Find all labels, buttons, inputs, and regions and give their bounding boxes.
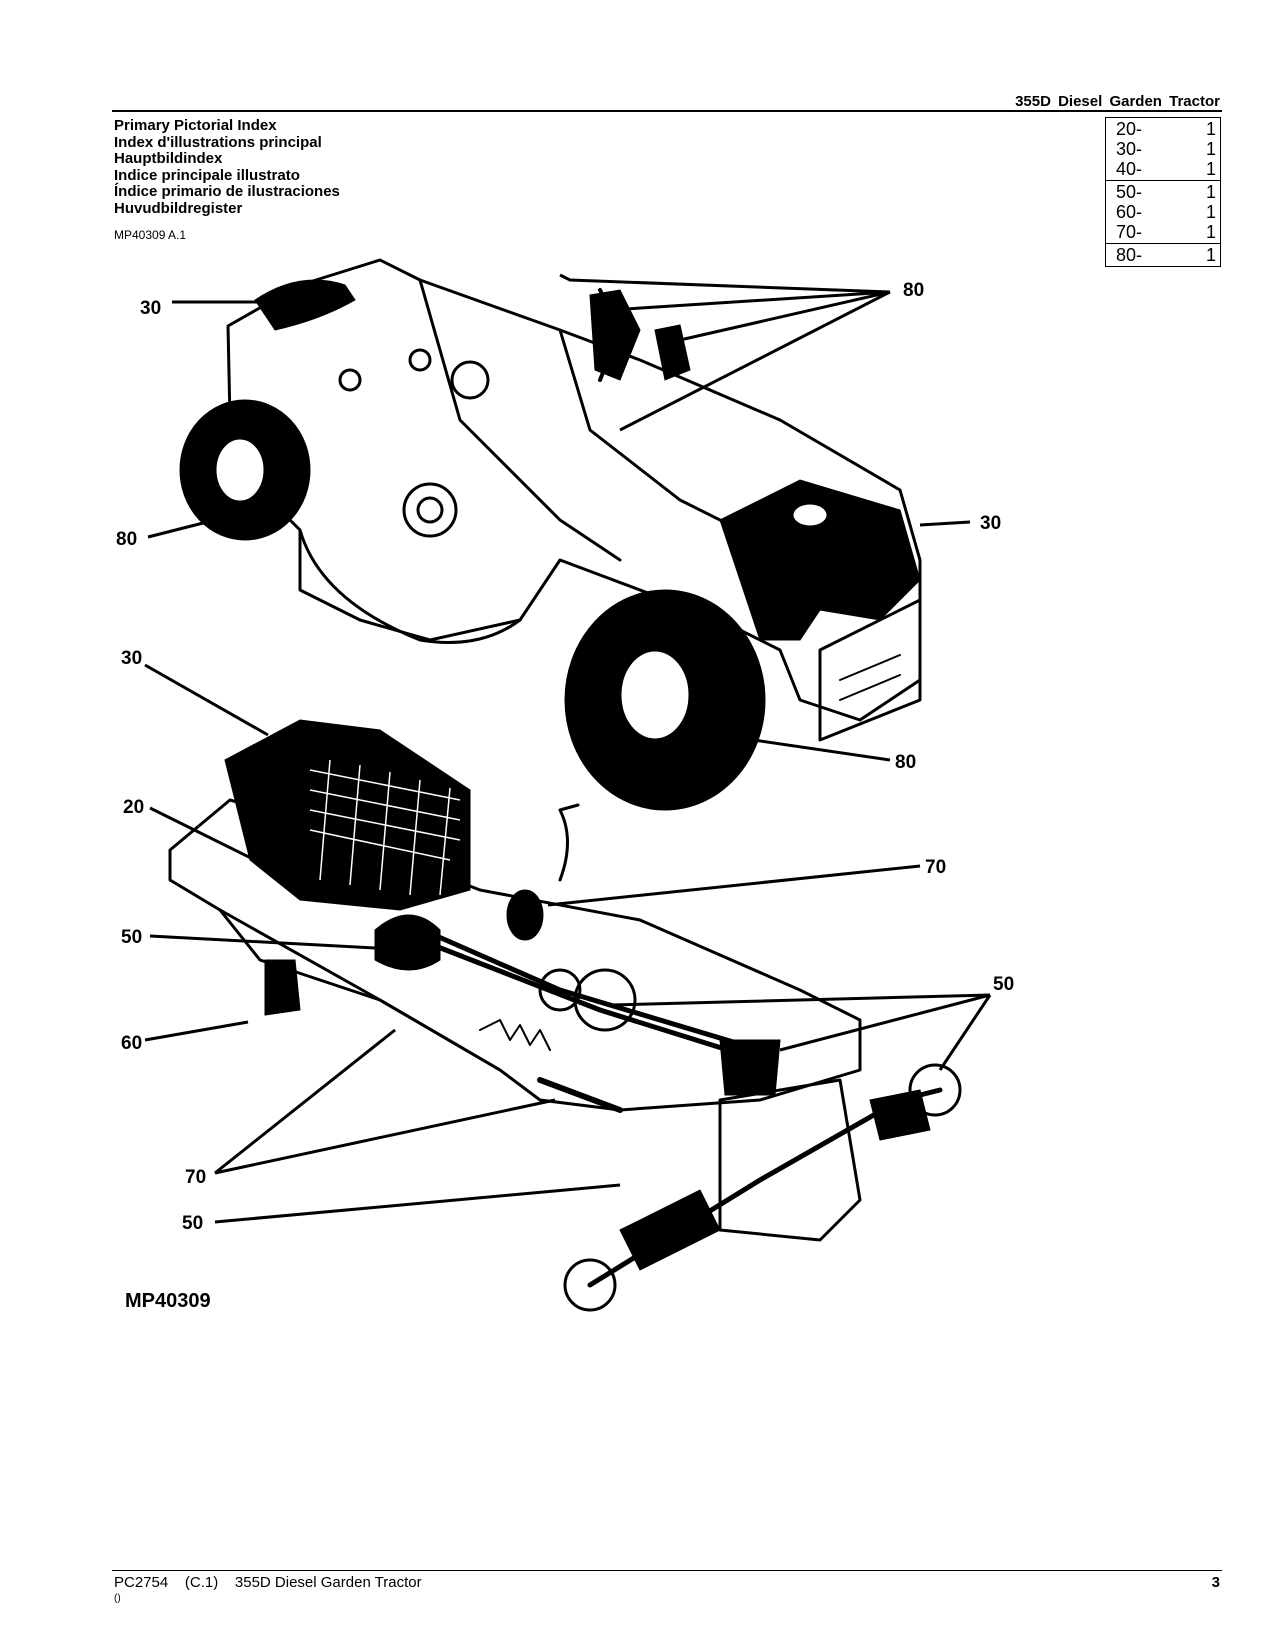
plate-slot	[839, 674, 901, 701]
index-section: 60-	[1116, 202, 1143, 222]
index-section: 20-	[1116, 119, 1143, 139]
title-block: Primary Pictorial Index Index d'illustra…	[114, 117, 340, 217]
axle-flange	[563, 1258, 617, 1312]
index-page: 1	[1205, 159, 1216, 179]
index-page: 1	[1205, 245, 1216, 265]
rear-plate	[818, 598, 922, 742]
drive-belt	[397, 917, 763, 1053]
drive-shaft	[537, 1077, 623, 1113]
frame-hole	[338, 368, 362, 392]
footer-document-info: PC2754 (C.1) 355D Diesel Garden Tractor	[114, 1574, 422, 1591]
index-page: 1	[1205, 222, 1216, 242]
index-section: 80-	[1116, 245, 1143, 265]
index-row-70[interactable]: 70- 1	[1106, 222, 1220, 242]
figure-reference: MP40309 A.1	[114, 228, 187, 242]
callout-30: 30	[121, 648, 142, 669]
callout-80: 80	[903, 280, 924, 301]
battery-grid	[309, 759, 461, 896]
index-row-30[interactable]: 30- 1	[1106, 139, 1220, 159]
index-page: 1	[1205, 119, 1216, 139]
pulley-hub	[416, 496, 444, 524]
frame-hole	[408, 348, 432, 372]
frame-rail	[218, 908, 502, 1072]
callout-60: 60	[121, 1033, 142, 1054]
drive-belt	[417, 937, 763, 1063]
engine-block	[224, 719, 471, 911]
idler-pulley	[538, 968, 582, 1012]
wheel-hub	[213, 436, 267, 504]
callout-50: 50	[993, 974, 1014, 995]
callout-30: 30	[140, 298, 161, 319]
transaxle-housing	[718, 1078, 862, 1242]
index-row-60[interactable]: 60- 1	[1106, 202, 1220, 222]
idler-pulley	[573, 968, 637, 1032]
footer-small-text: ()	[114, 1593, 121, 1604]
callout-80: 80	[116, 529, 137, 550]
title-english: Primary Pictorial Index	[114, 117, 277, 134]
axle-tube	[619, 1189, 721, 1271]
footer-rule	[112, 1570, 1222, 1571]
index-section: 40-	[1116, 159, 1143, 179]
index-row-80[interactable]: 80- 1	[1106, 245, 1220, 265]
fuel-tank	[719, 479, 921, 641]
header-title: 355D Diesel Garden Tractor	[1015, 93, 1220, 110]
callout-70: 70	[185, 1167, 206, 1188]
tractor-exploded-illustration: 30 80 80 30 30 80 20 70 50 50 60 70 50 M…	[116, 258, 1014, 1312]
index-row-40[interactable]: 40- 1	[1106, 159, 1220, 179]
transaxle-fan	[719, 1039, 781, 1096]
figure-label: MP40309	[125, 1290, 211, 1312]
frame-hole	[450, 360, 490, 400]
title-french: Index d'illustrations principal	[114, 133, 322, 151]
callout-50: 50	[121, 927, 142, 948]
pulley	[402, 482, 458, 538]
index-row-20[interactable]: 20- 1	[1106, 119, 1220, 139]
title-german: Hauptbildindex	[114, 150, 223, 167]
title-spanish: Índice primario de ilustraciones	[114, 183, 340, 200]
seat-support	[589, 289, 641, 381]
frame-rail	[418, 278, 622, 562]
index-group: 20- 1 30- 1 40- 1	[1106, 118, 1220, 181]
seat-support	[654, 324, 691, 381]
title-italian: Indice principale illustrato	[114, 166, 300, 184]
title-swedish: Huvudbildregister	[114, 199, 243, 217]
header-rule	[112, 110, 1222, 112]
index-page: 1	[1205, 139, 1216, 159]
solenoid	[264, 959, 301, 1016]
index-section: 50-	[1116, 182, 1143, 202]
index-group: 80- 1	[1106, 244, 1220, 266]
callout-20: 20	[123, 797, 144, 818]
callout-30: 30	[980, 513, 1001, 534]
index-group: 50- 1 60- 1 70- 1	[1106, 181, 1220, 244]
spring	[479, 1019, 551, 1051]
frame-deck	[298, 528, 522, 644]
section-index-table: 20- 1 30- 1 40- 1 50- 1 60- 1 70- 1 80- …	[1105, 117, 1221, 267]
callout-80: 80	[895, 752, 916, 773]
upper-grip	[254, 279, 356, 331]
index-page: 1	[1205, 202, 1216, 222]
index-page: 1	[1205, 182, 1216, 202]
plate-slot	[839, 654, 901, 681]
callout-50: 50	[182, 1213, 203, 1234]
callout-70: 70	[925, 857, 946, 878]
axle-tube	[869, 1089, 931, 1141]
frame-rail	[558, 328, 762, 542]
wheel-hub	[618, 648, 692, 742]
pto-clutch	[506, 889, 544, 941]
index-row-50[interactable]: 50- 1	[1106, 182, 1220, 202]
chassis-frame	[226, 258, 922, 722]
clutch-pulley	[374, 914, 441, 971]
axle-flange	[908, 1063, 962, 1117]
page-number: 3	[1211, 1574, 1220, 1591]
index-section: 30-	[1116, 139, 1143, 159]
index-section: 70-	[1116, 222, 1143, 242]
fuel-cap	[790, 501, 830, 529]
throttle-cable	[558, 803, 580, 882]
leader-lines	[144, 273, 992, 1224]
